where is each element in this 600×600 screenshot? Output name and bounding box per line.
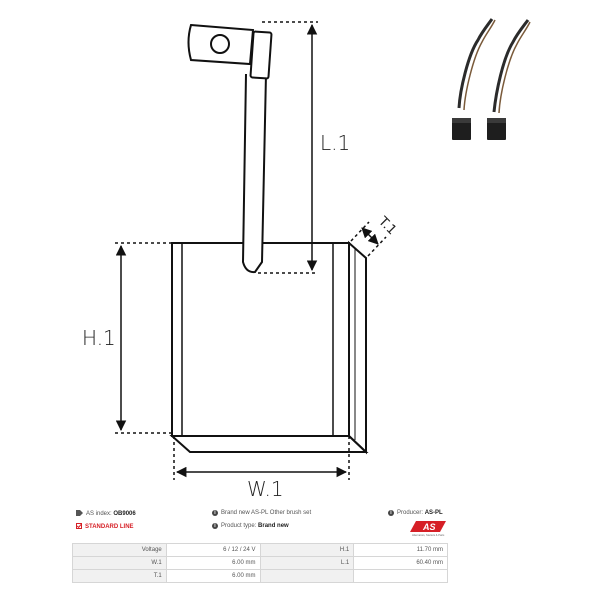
product-type-label: Product type: bbox=[221, 523, 257, 529]
tag-icon bbox=[76, 510, 83, 518]
description-text: Brand new AS-PL Other brush set bbox=[221, 510, 312, 516]
spec-label: W.1 bbox=[72, 556, 167, 570]
table-row: Voltage 6 / 12 / 24 V H.1 11.70 mm bbox=[72, 543, 448, 557]
technical-drawing: L.1 H.1 W.1 T.1 bbox=[82, 18, 531, 500]
info-icon: i bbox=[212, 523, 218, 529]
spec-value: 6.00 mm bbox=[165, 556, 261, 570]
specs-table: Voltage 6 / 12 / 24 V H.1 11.70 mm W.1 6… bbox=[72, 543, 448, 583]
line-item: STANDARD LINE bbox=[76, 523, 134, 531]
thickness-label: T.1 bbox=[374, 214, 399, 239]
as-index-item: AS index: OB9006 bbox=[76, 510, 136, 518]
dimension-lines bbox=[115, 21, 387, 480]
table-row: W.1 6.00 mm L.1 60.40 mm bbox=[72, 556, 448, 570]
product-type-item: i Product type: Brand new bbox=[212, 523, 289, 529]
spec-value bbox=[353, 569, 448, 583]
info-icon: i bbox=[212, 510, 218, 516]
standard-line-label: STANDARD LINE bbox=[85, 524, 134, 530]
brush-lead-wire bbox=[187, 23, 273, 274]
table-row: T.1 6.00 mm bbox=[72, 569, 448, 583]
spec-label: H.1 bbox=[259, 543, 355, 557]
height-label: H.1 bbox=[82, 326, 116, 350]
spec-value: 6 / 12 / 24 V bbox=[165, 543, 261, 557]
spec-label: L.1 bbox=[259, 556, 355, 570]
producer-value: AS-PL bbox=[424, 510, 443, 516]
length-label: L.1 bbox=[320, 131, 350, 155]
product-photo bbox=[452, 18, 531, 140]
as-logo: AS Alternators, Starters & Parts bbox=[410, 521, 446, 537]
producer-item: i Producer: AS-PL bbox=[388, 510, 443, 516]
spec-value: 60.40 mm bbox=[353, 556, 448, 570]
width-label: W.1 bbox=[247, 477, 284, 500]
spec-value: 6.00 mm bbox=[165, 569, 261, 583]
spec-label: T.1 bbox=[72, 569, 167, 583]
svg-text:AS: AS bbox=[422, 522, 436, 532]
checkbox-icon bbox=[76, 523, 82, 531]
spec-label bbox=[259, 569, 355, 583]
description-item: i Brand new AS-PL Other brush set bbox=[212, 510, 311, 516]
as-index-value: OB9006 bbox=[113, 511, 136, 517]
product-info: AS index: OB9006 i Brand new AS-PL Other… bbox=[72, 508, 448, 538]
spec-value: 11.70 mm bbox=[353, 543, 448, 557]
svg-text:Alternators, Starters & Parts: Alternators, Starters & Parts bbox=[412, 533, 445, 537]
producer-label: Producer: bbox=[397, 510, 424, 516]
info-icon: i bbox=[388, 510, 394, 516]
as-index-label: AS index: bbox=[86, 511, 112, 517]
product-type-value: Brand new bbox=[258, 523, 289, 529]
brush-body bbox=[169, 240, 369, 455]
spec-label: Voltage bbox=[72, 543, 167, 557]
